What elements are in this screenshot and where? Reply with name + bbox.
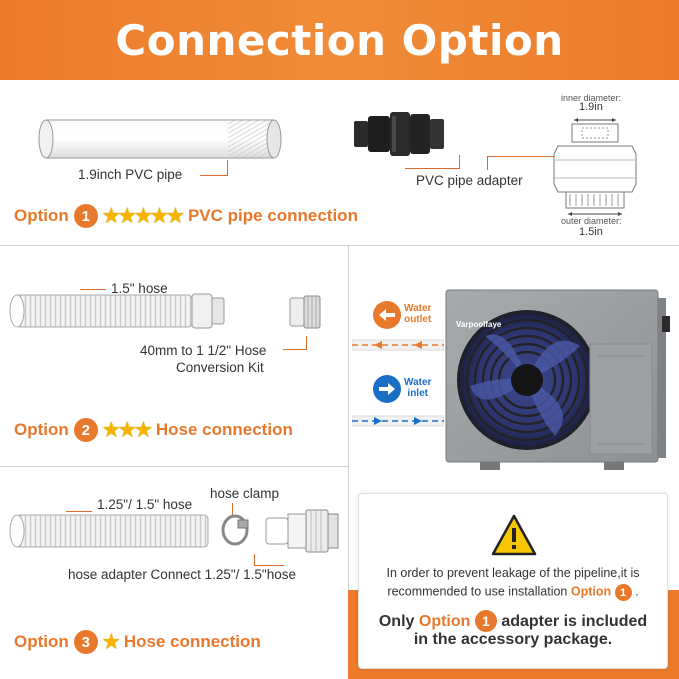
hose-leader-line bbox=[66, 511, 92, 512]
heat-pump-image bbox=[445, 289, 670, 470]
option-word: Option bbox=[14, 632, 69, 651]
kit-leader-line bbox=[283, 336, 307, 350]
inlet-pipe bbox=[352, 415, 444, 427]
option-number-badge: 1 bbox=[474, 610, 497, 632]
star-rating: ★ bbox=[102, 631, 120, 653]
water-outlet-icon bbox=[373, 301, 401, 329]
divider bbox=[348, 245, 349, 679]
pvc-pipe-label: 1.9inch PVC pipe bbox=[78, 167, 183, 182]
option-2-heading: Option 2 ★★★ Hose connection bbox=[14, 418, 293, 442]
adapter-leader-line bbox=[487, 156, 555, 170]
option-title: Hose connection bbox=[123, 632, 261, 651]
hose-label: 1.5" hose bbox=[111, 281, 168, 296]
notice-line1: In order to prevent leakage of the pipel… bbox=[386, 566, 640, 580]
water-inlet-icon bbox=[373, 375, 401, 403]
hose-clamp-image bbox=[221, 514, 249, 546]
pipe-leader-line bbox=[200, 160, 228, 176]
option-title: Hose connection bbox=[155, 420, 293, 439]
pvc-adapter-image bbox=[354, 112, 444, 156]
star-rating: ★★★ bbox=[102, 419, 152, 441]
header-banner: Connection Option bbox=[0, 0, 679, 80]
outer-diameter-label: outer diameter: bbox=[561, 216, 622, 226]
option-title: PVC pipe connection bbox=[187, 206, 358, 225]
clamp-leader-line bbox=[232, 503, 233, 515]
hose-leader-line bbox=[80, 289, 106, 290]
kit-label-line2: Conversion Kit bbox=[176, 360, 264, 375]
hose-adapter-image bbox=[265, 509, 339, 553]
inner-diameter-label: inner diameter: bbox=[561, 93, 622, 103]
divider bbox=[0, 466, 348, 467]
kit-label-line1: 40mm to 1 1/2" Hose bbox=[140, 343, 267, 358]
pvc-pipe-image bbox=[38, 119, 282, 159]
warning-icon bbox=[491, 514, 537, 556]
option-word: Option bbox=[14, 206, 69, 225]
notice-line2: recommended to use installation Option 1… bbox=[359, 584, 667, 601]
star-rating: ★★★★★ bbox=[102, 205, 184, 227]
option-number-badge: 3 bbox=[73, 630, 98, 654]
outer-diameter-value: 1.5in bbox=[579, 226, 603, 238]
option-3-heading: Option 3 ★ Hose connection bbox=[14, 630, 261, 654]
hose-image bbox=[9, 293, 225, 329]
divider bbox=[0, 245, 679, 246]
inner-diameter-value: 1.9in bbox=[579, 101, 603, 113]
hose-adapter-label: hose adapter Connect 1.25"/ 1.5"hose bbox=[68, 567, 296, 582]
notice-headline: Only Option 1 adapter is included bbox=[359, 610, 667, 632]
notice-headline-line2: in the accessory package. bbox=[413, 631, 613, 648]
water-outlet-label: Water outlet bbox=[404, 303, 432, 325]
adapter-diagram bbox=[553, 118, 637, 216]
hose-image-small bbox=[9, 514, 209, 548]
conversion-kit-image bbox=[289, 295, 321, 329]
hose-label-small: 1.25"/ 1.5" hose bbox=[97, 497, 193, 512]
notice-box: In order to prevent leakage of the pipel… bbox=[358, 493, 668, 669]
water-inlet-label: Water inlet bbox=[404, 377, 432, 399]
adapter-leader-line bbox=[405, 155, 460, 169]
hose-clamp-label: hose clamp bbox=[210, 486, 280, 501]
option-number-badge: 1 bbox=[73, 204, 98, 228]
option-number-badge: 2 bbox=[73, 418, 98, 442]
brand-logo: Varpoolfaye bbox=[456, 320, 502, 329]
outlet-pipe bbox=[352, 339, 444, 351]
option-word: Option bbox=[14, 420, 69, 439]
option-1-heading: Option 1 ★★★★★ PVC pipe connection bbox=[14, 204, 358, 228]
page-title: Connection Option bbox=[115, 15, 564, 65]
option-number-badge: 1 bbox=[614, 584, 632, 601]
pvc-adapter-label: PVC pipe adapter bbox=[416, 173, 523, 188]
adapter-leader-line bbox=[254, 554, 284, 566]
